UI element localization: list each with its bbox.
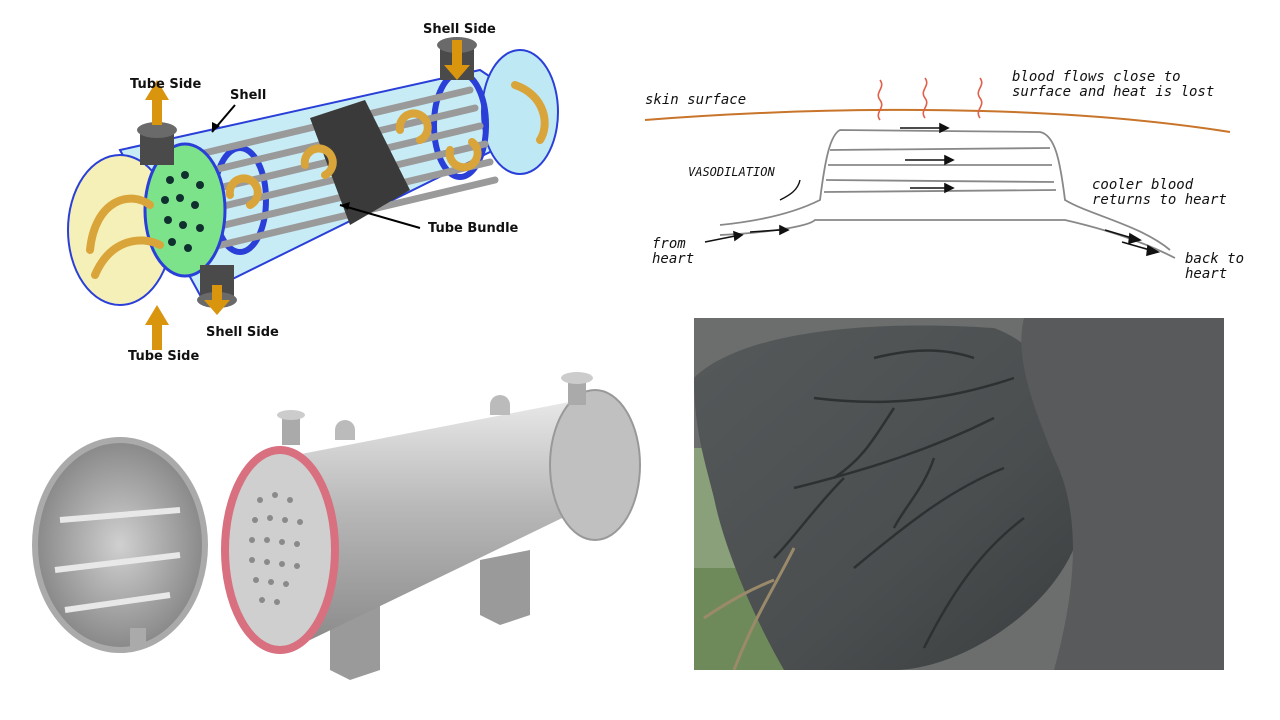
vasodilation-label: VASODILATION <box>688 165 775 179</box>
vasodilation-pointer <box>779 179 801 201</box>
steel-heat-exchanger-image <box>32 372 641 680</box>
tube-bundle-leader <box>339 204 421 229</box>
ear-veins <box>773 349 1025 649</box>
flow-arrows <box>704 122 1161 257</box>
shell-side-top-label: Shell Side <box>423 22 496 37</box>
from-heart-label: from heart <box>652 236 695 267</box>
tube-bundle-band <box>310 100 410 225</box>
port-arrows <box>145 40 470 350</box>
skin-surface-line <box>644 108 1231 133</box>
tube-side-top-label: Tube Side <box>130 77 202 92</box>
heat-lost-label: blood flows close to surface and heat is… <box>1012 69 1215 100</box>
shell-label: Shell <box>230 88 267 103</box>
heat-waves <box>877 77 983 121</box>
tube-bundle-label: Tube Bundle <box>428 221 519 236</box>
heat-exchanger-illustration <box>67 37 559 350</box>
skin-surface-label: skin surface <box>645 92 747 108</box>
tube-holes <box>249 492 303 605</box>
twigs <box>703 547 796 670</box>
back-to-heart-label: back to heart <box>1185 251 1245 282</box>
elephant-ear-veins-image <box>694 318 1224 670</box>
shell-side-bottom-label: Shell Side <box>206 325 279 340</box>
blood-vessels <box>719 129 1176 259</box>
tubesheet <box>143 142 227 278</box>
elephant-ear-photo <box>694 318 1224 670</box>
flow-arrows <box>86 81 549 279</box>
tube-side-bottom-label: Tube Side <box>128 349 200 364</box>
tubesheet-holes <box>161 171 204 252</box>
heat-exchanger-render <box>20 370 660 710</box>
vasodilation-illustration <box>644 77 1231 259</box>
vasodilation-sketch: skin surface blood flows close to surfac… <box>640 40 1280 300</box>
heat-exchanger-schematic: Shell Side Tube Side Shell Tube Bundle S… <box>0 0 640 380</box>
cooler-blood-label: cooler blood returns to heart <box>1092 177 1227 208</box>
